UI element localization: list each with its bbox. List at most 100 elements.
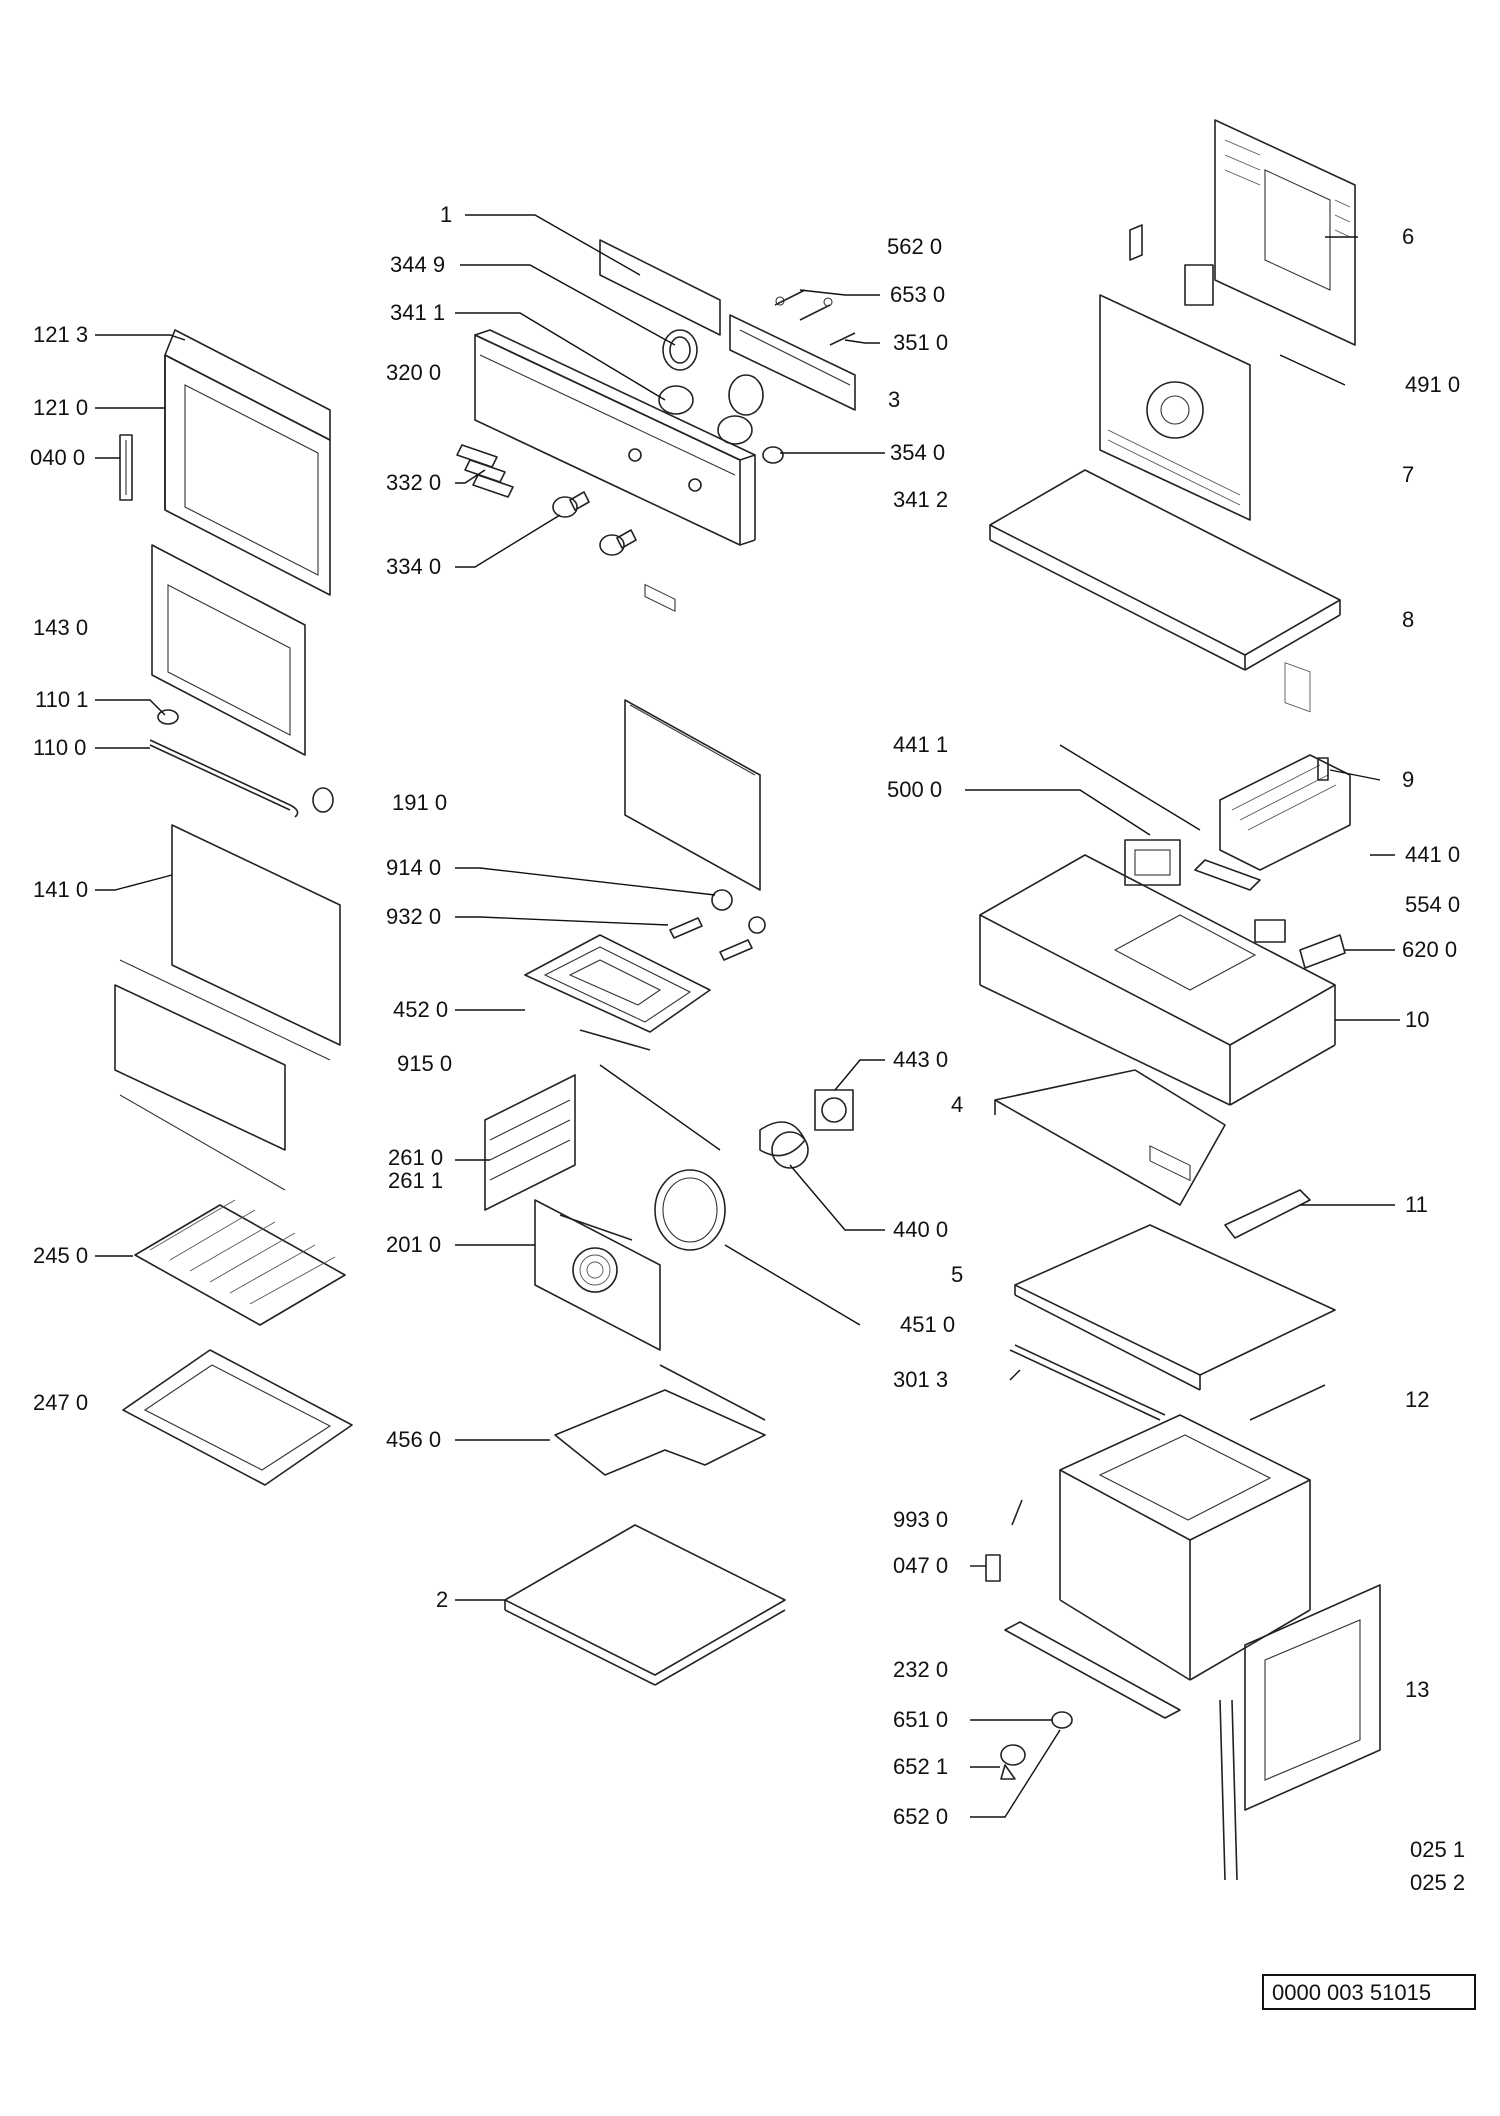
callout-500-0: 500 0 [887,777,942,802]
document-reference-box: 0000 003 51015 [1262,1974,1476,2010]
callout-121-3: 121 3 [33,322,88,347]
callout-914-0: 914 0 [386,855,441,880]
part-bottom-plate [504,1524,786,1686]
part-relay-block [1124,839,1261,891]
part-floor-plate [1014,1224,1336,1391]
part-panel-clips [456,444,514,498]
callout-651-0: 651 0 [893,1707,948,1732]
document-reference-number: 0000 003 51015 [1272,1980,1431,2005]
part-adjustable-feet [1000,1711,1073,1780]
part-bottom-heating-element [554,1364,766,1476]
callout-451-0: 451 0 [900,1312,955,1337]
callout-261-1: 261 1 [388,1168,443,1193]
callout-1: 1 [440,202,452,227]
callout-491-0: 491 0 [1405,372,1460,397]
callout-110-0: 110 0 [33,735,86,760]
callout-441-0: 441 0 [1405,842,1460,867]
part-control-panel [474,329,784,546]
part-control-label-plate [599,239,721,613]
part-top-heating-element [524,934,711,1051]
callout-452-0: 452 0 [393,997,448,1022]
callout-443-0: 443 0 [893,1047,948,1072]
part-door-hinge [149,709,334,818]
callout-121-0: 121 0 [33,395,88,420]
callout-993-0: 993 0 [893,1507,948,1532]
callout-341-1: 341 1 [390,300,445,325]
callout-201-0: 201 0 [386,1232,441,1257]
callout-245-0: 245 0 [33,1243,88,1268]
callout-143-0: 143 0 [33,615,88,640]
part-door-glass [114,824,341,1191]
callout-7: 7 [1402,462,1414,487]
callout-652-1: 652 1 [893,1754,948,1779]
callout-047-0: 047 0 [893,1553,948,1578]
part-door-handle [119,434,133,501]
part-terminal-blocks [1254,919,1346,969]
part-knobs [552,491,637,556]
part-back-wall [534,1199,661,1351]
callout-652-0: 652 0 [893,1804,948,1829]
callout-3: 3 [888,387,900,412]
part-switch-board [729,289,856,411]
part-glass-plate [624,699,761,891]
callout-247-0: 247 0 [33,1390,88,1415]
callout-915-0: 915 0 [397,1051,452,1076]
callout-562-0: 562 0 [887,234,942,259]
callout-labels: 1 344 9 341 1 320 0 332 0 334 0 562 0 65… [30,202,1465,1895]
callout-320-0: 320 0 [386,360,441,385]
callout-351-0: 351 0 [893,330,948,355]
callout-332-0: 332 0 [386,470,441,495]
callout-2: 2 [436,1587,448,1612]
callout-8: 8 [1402,607,1414,632]
part-front-rail [1004,1621,1181,1719]
callout-261-0: 261 0 [388,1145,443,1170]
part-baking-tray [122,1349,353,1486]
callout-025-2: 025 2 [1410,1870,1465,1895]
part-drawings [114,119,1381,1881]
callout-5: 5 [951,1262,963,1287]
callout-334-0: 334 0 [386,554,441,579]
callout-9: 9 [1402,767,1414,792]
part-screw-and-clip [985,1499,1023,1582]
part-outer-door [164,329,331,596]
part-small-bracket [1224,1189,1311,1239]
part-lamp-holder [669,889,766,961]
callout-341-2: 341 2 [893,487,948,512]
part-rod [1249,1384,1326,1421]
callout-4: 4 [951,1092,963,1117]
part-electrical-tray [979,854,1336,1106]
callout-554-0: 554 0 [1405,892,1460,917]
callout-110-1: 110 1 [35,687,88,712]
part-slide-rail [1009,1344,1166,1421]
callout-301-3: 301 3 [893,1367,948,1392]
part-vertical-strip [1219,1699,1238,1881]
callout-344-9: 344 9 [390,252,445,277]
callout-653-0: 653 0 [890,282,945,307]
part-fan-ring [654,1169,726,1251]
callout-620-0: 620 0 [1402,937,1457,962]
callout-440-0: 440 0 [893,1217,948,1242]
part-oven-cavity [1059,1414,1311,1681]
callout-040-0: 040 0 [30,445,85,470]
callout-6: 6 [1402,224,1414,249]
part-top-cover [989,469,1341,1182]
callout-025-1: 025 1 [1410,1837,1465,1862]
part-fan-panel [1099,224,1251,521]
callout-141-0: 141 0 [33,877,88,902]
callout-191-0: 191 0 [392,790,447,815]
callout-354-0: 354 0 [890,440,945,465]
callout-10: 10 [1405,1007,1429,1032]
part-side-bracket [994,1069,1226,1206]
part-shelf-supports [484,1074,576,1211]
callout-441-1: 441 1 [893,732,948,757]
callout-12: 12 [1405,1387,1429,1412]
part-wire-rack [134,1199,346,1326]
callout-932-0: 932 0 [386,904,441,929]
part-fan-motor [759,1089,854,1169]
callout-11: 11 [1405,1192,1428,1217]
callout-456-0: 456 0 [386,1427,441,1452]
part-cooling-fan [1219,754,1351,871]
callout-13: 13 [1405,1677,1429,1702]
part-side-panel [1244,1584,1381,1811]
